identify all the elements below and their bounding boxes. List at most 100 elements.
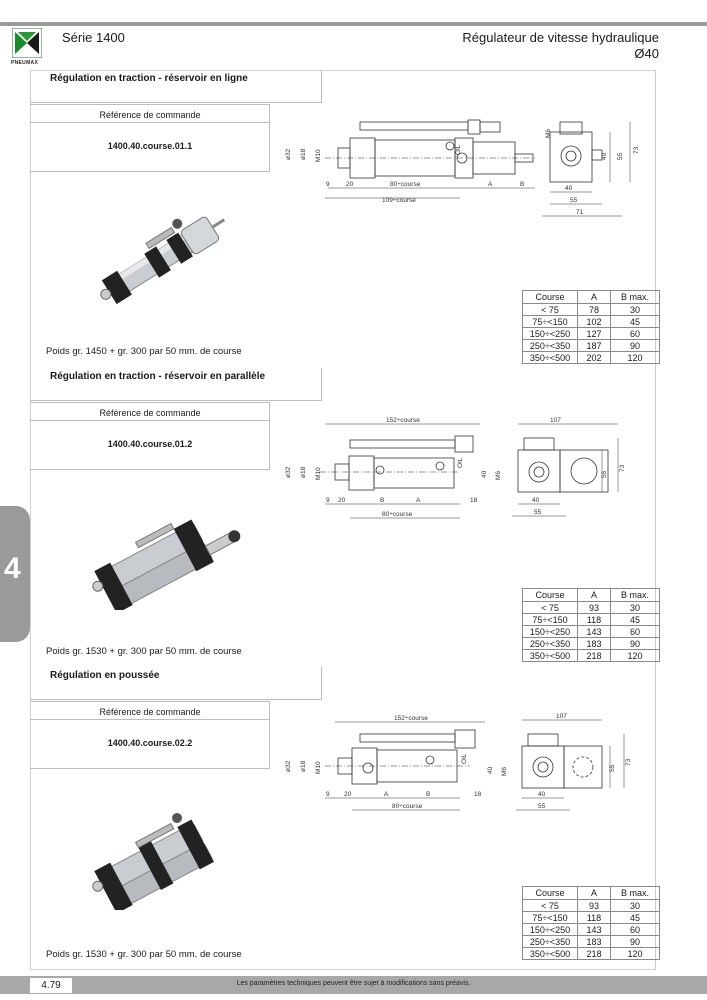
cell: 250÷<350	[522, 637, 578, 650]
cell: 78	[577, 303, 611, 316]
dim-d18: ø18	[300, 466, 307, 478]
dim-a: A	[384, 791, 389, 798]
dim-55v: 55	[601, 470, 608, 478]
cell: 45	[610, 911, 660, 924]
order-reference-box	[30, 701, 270, 769]
cell: 30	[610, 899, 660, 912]
dim-18: 18	[470, 497, 478, 504]
order-reference-box	[30, 104, 270, 172]
dim-oil: OIL	[455, 144, 462, 155]
dim-55v: 55	[617, 152, 624, 160]
col-a: A	[577, 886, 611, 900]
dim-40v: 40	[487, 766, 494, 774]
section-header	[30, 70, 322, 103]
cell: 30	[610, 601, 660, 614]
dim-m6: M6	[545, 129, 552, 138]
dim-109-course: 109÷course	[382, 197, 416, 204]
col-course: Course	[522, 886, 578, 900]
chapter-number: 4	[4, 552, 21, 585]
cell: 120	[610, 649, 660, 662]
technical-drawing: 152÷course ø32 ø18 M10 OIL 9 20 B A 18 8…	[285, 417, 626, 519]
cell: 150÷<250	[522, 625, 578, 638]
cell: < 75	[522, 601, 578, 614]
cell: 90	[610, 935, 660, 948]
cell: 187	[577, 339, 611, 352]
logo-text: PNEUMAX	[11, 60, 39, 66]
dim-20: 20	[338, 497, 346, 504]
dim-m10: M10	[315, 761, 322, 774]
dim-d18: ø18	[300, 760, 307, 772]
dim-b: B	[380, 497, 384, 504]
dim-40v: 40	[481, 470, 488, 478]
section-header	[30, 667, 322, 700]
col-course: Course	[522, 588, 578, 602]
divider	[30, 420, 270, 421]
cell: 30	[610, 303, 660, 316]
cell: 250÷<350	[522, 935, 578, 948]
section-header	[30, 368, 322, 401]
dim-80-course: 80÷course	[390, 181, 421, 188]
ref-label: Référence de commande	[99, 110, 201, 120]
cell: 218	[577, 649, 611, 662]
cell: 218	[577, 947, 611, 960]
ref-code: 1400.40.course.01.1	[107, 141, 193, 151]
cell: 75÷<150	[522, 613, 578, 626]
page-number: 4.79	[30, 978, 72, 993]
dim-9: 9	[326, 791, 330, 798]
technical-drawing: ø32 ø18 M10 OIL 9 20 80÷course A B 109÷c…	[285, 119, 640, 217]
cell: 127	[577, 327, 611, 340]
cell: 102	[577, 315, 611, 328]
cell: 93	[577, 899, 611, 912]
dim-73: 73	[619, 464, 626, 472]
dim-m6: M6	[501, 767, 508, 776]
cell: 143	[577, 923, 611, 936]
dim-d32: ø32	[285, 148, 292, 160]
bore-size: Ø40	[634, 46, 659, 61]
cell: 90	[610, 339, 660, 352]
dim-b: B	[426, 791, 430, 798]
pneumax-logo-icon	[12, 28, 42, 58]
divider	[30, 122, 270, 123]
cell: 150÷<250	[522, 327, 578, 340]
col-course: Course	[522, 290, 578, 304]
col-bmax: B max.	[610, 290, 660, 304]
section-title: Régulation en traction - réservoir en pa…	[50, 371, 266, 382]
cell: 143	[577, 625, 611, 638]
dim-9: 9	[326, 497, 330, 504]
dim-107: 107	[556, 713, 567, 720]
weight-note: Poids gr. 1530 + gr. 300 par 50 mm. de c…	[46, 646, 242, 657]
dim-55v: 55	[609, 764, 616, 772]
dim-80-course: 80÷course	[382, 511, 413, 518]
dim-d18: ø18	[300, 148, 307, 160]
cell: < 75	[522, 899, 578, 912]
page-title: Régulateur de vitesse hydraulique	[462, 30, 659, 45]
cell: 183	[577, 637, 611, 650]
dim-73: 73	[625, 758, 632, 766]
dim-40: 40	[532, 497, 540, 504]
dim-d32: ø32	[285, 466, 292, 478]
cell: 150÷<250	[522, 923, 578, 936]
dim-a: A	[488, 181, 493, 188]
dim-40: 40	[565, 185, 573, 192]
dim-152-course: 152÷course	[386, 417, 420, 424]
cell: 350÷<500	[522, 947, 578, 960]
weight-note: Poids gr. 1450 + gr. 300 par 50 mm. de c…	[46, 346, 242, 357]
dim-80-course: 80÷course	[392, 803, 423, 810]
cell: 45	[610, 315, 660, 328]
chapter-tab[interactable]	[0, 506, 30, 642]
cell: 60	[610, 327, 660, 340]
cell: < 75	[522, 303, 578, 316]
cell: 45	[610, 613, 660, 626]
